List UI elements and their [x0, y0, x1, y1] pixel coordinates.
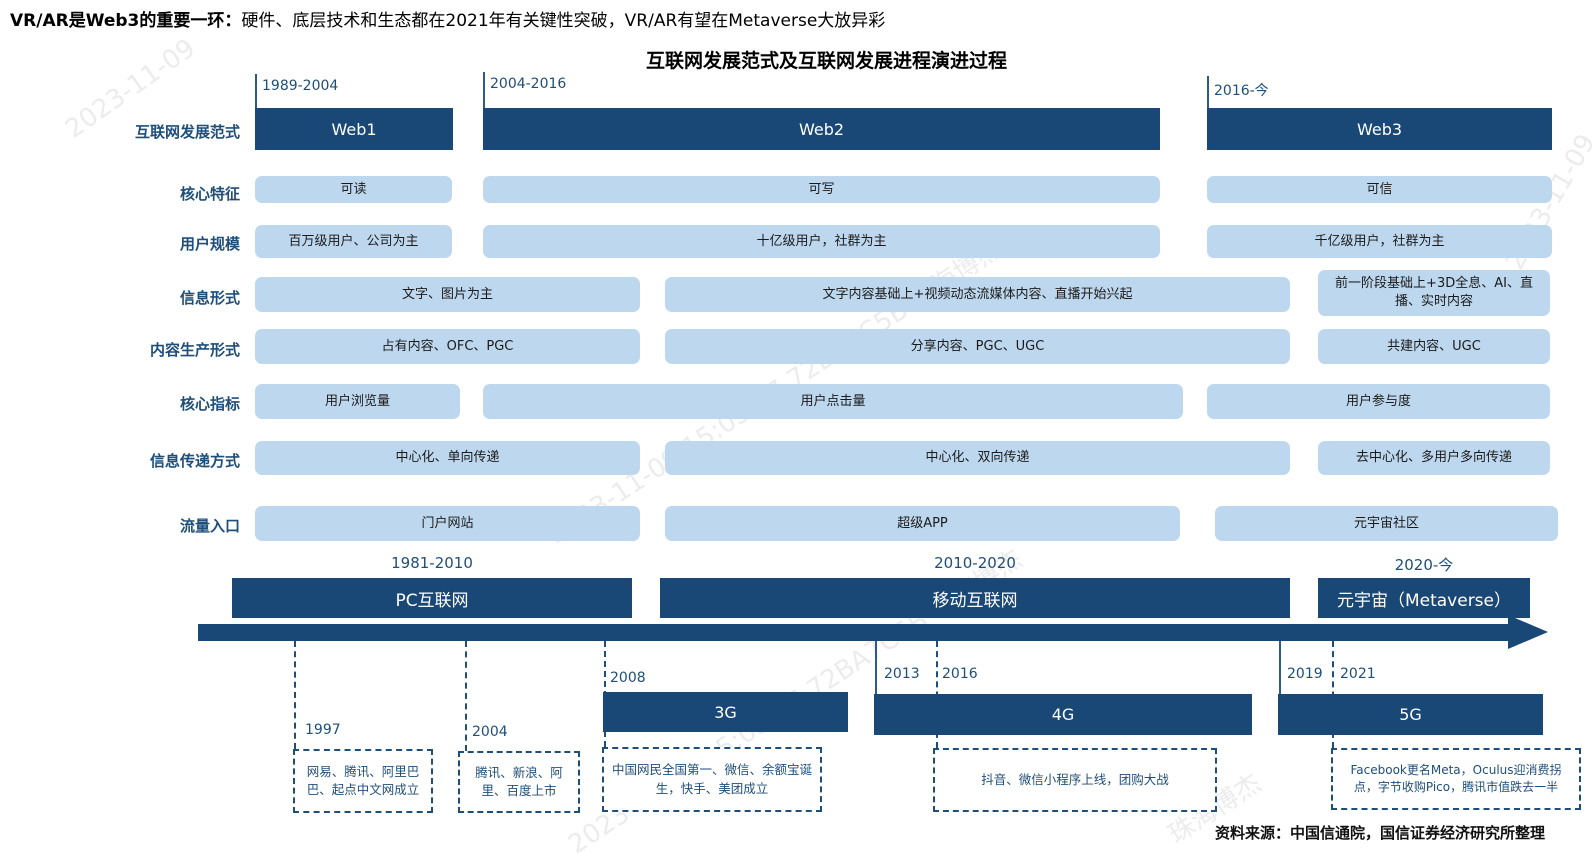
year-label-4g-start: 2013: [884, 666, 920, 682]
year-line-2019: [1279, 641, 1281, 694]
year-label-3g-start: 2008: [610, 670, 646, 686]
stage-period-mobile: 2010-2020: [934, 554, 1016, 572]
cell-web3-core-metric: 用户参与度: [1207, 384, 1550, 419]
year-label-5g-end: 2021: [1340, 666, 1376, 682]
year-label-4g-end: 2016: [942, 666, 978, 682]
year-line-2004: [465, 641, 467, 751]
era-period: 2016-今: [1214, 83, 1269, 99]
row-label-info-form: 信息形式: [179, 289, 240, 307]
stage-box-pc: PC互联网: [232, 578, 632, 618]
row-label-user-scale: 用户规模: [179, 235, 240, 253]
cell-web2-traffic-entry: 超级APP: [665, 506, 1180, 541]
cell-web1-info-transfer: 中心化、单向传递: [255, 441, 640, 475]
row-label-content-production: 内容生产形式: [149, 341, 240, 359]
year-line-1997: [294, 641, 296, 749]
event-box-1997: 网易、腾讯、阿里巴巴、起点中文网成立: [293, 749, 433, 813]
row-label-info-transfer: 信息传递方式: [149, 452, 240, 470]
timeline-arrow-head: [1508, 615, 1548, 649]
row-label-paradigm: 互联网发展范式: [134, 123, 240, 141]
cell-web2-info-transfer: 中心化、双向传递: [665, 441, 1290, 475]
cell-web2-content-production: 分享内容、PGC、UGC: [665, 329, 1290, 364]
page-title: 互联网发展范式及互联网发展进程演进过程: [645, 50, 1007, 72]
era-header-web1: Web1: [255, 108, 453, 150]
cell-web3-content-production: 共建内容、UGC: [1318, 329, 1550, 364]
era-tick: [255, 74, 257, 108]
stage-period-metaverse: 2020-今: [1394, 556, 1454, 574]
stage-box-mobile: 移动互联网: [660, 578, 1290, 618]
headline: VR/AR是Web3的重要一环：硬件、底层技术和生态都在2021年有关键性突破，…: [10, 6, 885, 31]
gen-box-3g: 3G: [603, 692, 848, 732]
row-label-traffic-entry: 流量入口: [179, 517, 240, 535]
era-tick: [1207, 76, 1209, 108]
cell-web2-core-metric: 用户点击量: [483, 384, 1183, 419]
cell-web2-user-scale: 十亿级用户，社群为主: [483, 225, 1160, 258]
year-label-2004: 2004: [472, 724, 508, 740]
headline-lead: VR/AR是Web3的重要一环：: [10, 11, 242, 31]
gen-box-4g: 4G: [874, 694, 1252, 735]
gen-box-5g: 5G: [1278, 694, 1543, 735]
cell-web2-core-trait: 可写: [483, 176, 1160, 203]
event-box-2016: 抖音、微信小程序上线，团购大战: [933, 748, 1217, 812]
headline-rest: 硬件、底层技术和生态都在2021年有关键性突破，VR/AR有望在Metavers…: [241, 11, 886, 31]
cell-web3-info-transfer: 去中心化、多用户多向传递: [1318, 441, 1550, 475]
row-label-core-metric: 核心指标: [179, 395, 240, 413]
cell-web1-traffic-entry: 门户网站: [255, 506, 640, 541]
cell-web3-info-form: 前一阶段基础上+3D全息、AI、直播、实时内容: [1318, 270, 1550, 316]
timeline-arrow-bar: [198, 624, 1510, 641]
stage-box-metaverse: 元宇宙（Metaverse）: [1318, 578, 1530, 618]
year-label-1997: 1997: [305, 722, 341, 738]
cell-web1-info-form: 文字、图片为主: [255, 277, 640, 312]
event-box-2004: 腾讯、新浪、阿里、百度上市: [458, 751, 580, 813]
era-period: 2004-2016: [490, 76, 567, 92]
cell-web2-info-form: 文字内容基础上+视频动态流媒体内容、直播开始兴起: [665, 277, 1290, 312]
source-note: 资料来源：中国信通院，国信证券经济研究所整理: [1214, 824, 1545, 842]
year-label-5g-start: 2019: [1287, 666, 1323, 682]
year-line-2013: [875, 641, 877, 694]
cell-web1-core-metric: 用户浏览量: [255, 384, 460, 419]
cell-web3-user-scale: 千亿级用户，社群为主: [1207, 225, 1552, 258]
cell-web1-content-production: 占有内容、OFC、PGC: [255, 329, 640, 364]
era-header-web2: Web2: [483, 108, 1160, 150]
era-tick: [483, 72, 485, 108]
event-box-2021: Facebook更名Meta，Oculus迎消费拐点，字节收购Pico，腾讯市值…: [1331, 748, 1581, 810]
cell-web1-core-trait: 可读: [255, 176, 452, 203]
era-period: 1989-2004: [262, 78, 339, 94]
row-label-core-trait: 核心特征: [179, 185, 240, 203]
stage-period-pc: 1981-2010: [391, 554, 473, 572]
era-header-web3: Web3: [1207, 108, 1552, 150]
cell-web1-user-scale: 百万级用户、公司为主: [255, 225, 452, 258]
event-box-2008: 中国网民全国第一、微信、余额宝诞生，快手、美团成立: [602, 747, 822, 812]
cell-web3-traffic-entry: 元宇宙社区: [1215, 506, 1558, 541]
cell-web3-core-trait: 可信: [1207, 176, 1552, 203]
